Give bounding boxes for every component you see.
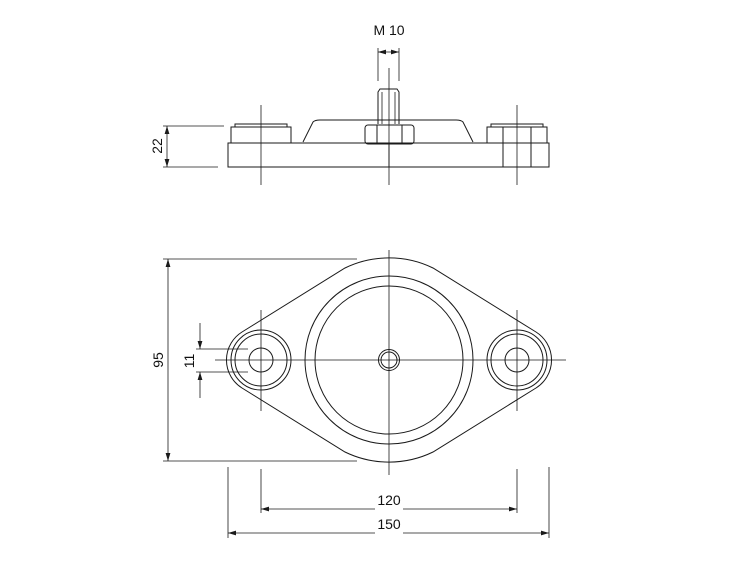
right-washer-hatch-left — [486, 126, 504, 144]
hatched-section — [388, 142, 504, 168]
thread-size-label: M 10 — [373, 22, 404, 38]
overall-length-label: 150 — [377, 516, 401, 532]
width-dimension-label: 95 — [150, 352, 166, 368]
flange-outline — [225, 257, 553, 463]
side-view: M 10 22 — [149, 22, 550, 185]
rubber-dome — [302, 119, 474, 143]
height-dimension-label: 22 — [149, 138, 165, 154]
threaded-stud — [377, 88, 400, 124]
top-view: 95 11 120 150 — [150, 250, 566, 538]
hole-diameter-label: 11 — [181, 354, 197, 369]
right-washer-hatch-right — [530, 126, 548, 144]
nut — [364, 124, 415, 145]
base-plate — [227, 142, 550, 168]
hatched-section-right — [530, 142, 550, 168]
hole-spacing-label: 120 — [377, 492, 401, 508]
